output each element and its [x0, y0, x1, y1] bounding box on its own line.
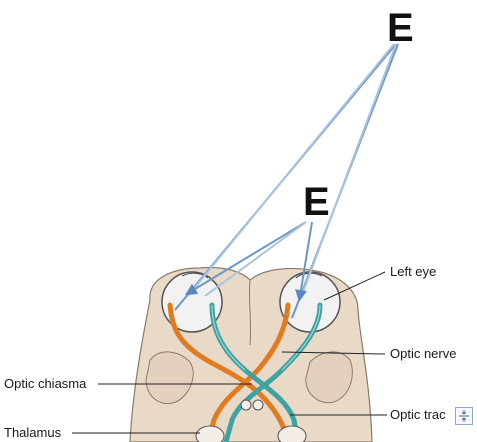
label-optic-nerve: Optic nerve: [390, 346, 457, 361]
temporal-lobe-right: [305, 351, 353, 404]
light-ray-far-4: [299, 43, 397, 301]
temporal-lobe-left: [145, 351, 194, 404]
leader-optic-nerve: [281, 351, 386, 355]
light-ray-far-3: [187, 43, 395, 297]
right-eyeball: [161, 271, 223, 333]
mammillary-body-left: [240, 399, 252, 411]
light-ray-near-3: [204, 221, 307, 297]
label-optic-tract: Optic trac: [390, 407, 446, 422]
thalamus-right: [277, 425, 307, 442]
left-eyeball: [279, 271, 341, 333]
far-object-letter: E: [387, 6, 414, 50]
right-lens: [181, 272, 209, 279]
mammillary-body-right: [252, 399, 264, 411]
orange-pathway: [167, 302, 293, 442]
brain-fissure: [248, 279, 252, 346]
label-left-eye: Left eye: [390, 264, 437, 279]
leader-left-eye: [323, 271, 386, 301]
thalamus-left: [195, 425, 225, 442]
light-ray-near-2: [295, 221, 313, 302]
label-optic-chiasma: Optic chiasma: [4, 376, 87, 391]
light-ray-near-1: [184, 221, 307, 296]
near-object-letter: E: [303, 180, 330, 224]
label-thalamus: Thalamus: [4, 425, 62, 440]
orange-pathway-2: [205, 302, 291, 442]
collapse-arrows-icon[interactable]: [455, 407, 473, 425]
